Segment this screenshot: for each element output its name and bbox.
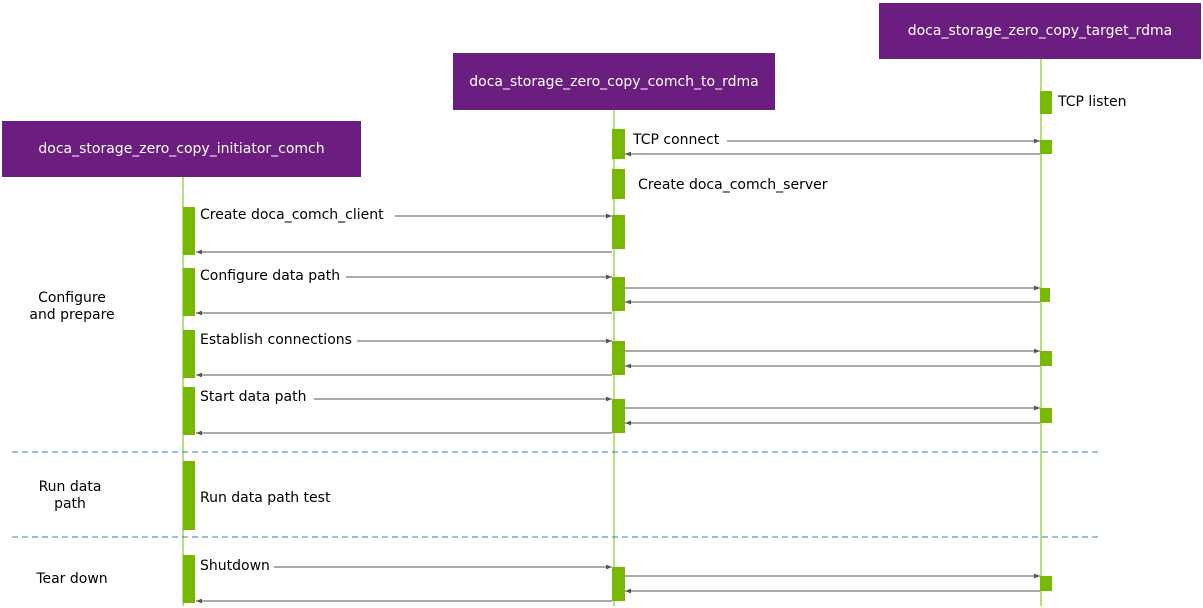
actor-initiator-label: doca_storage_zero_copy_initiator_comch (38, 141, 325, 157)
activation-comch-1 (612, 129, 625, 159)
msg-establish-connections: Establish connections (200, 332, 352, 348)
activation-initiator-1 (183, 207, 195, 255)
phase-run: Run data path (10, 479, 130, 513)
activation-initiator-4 (183, 387, 195, 435)
activation-comch-7 (612, 567, 625, 601)
msg-tcp-listen: TCP listen (1058, 94, 1127, 110)
activation-target-2 (1040, 140, 1052, 154)
activation-target-6 (1040, 576, 1052, 591)
activation-initiator-5 (183, 461, 195, 530)
actor-comch-to-rdma-label: doca_storage_zero_copy_comch_to_rdma (469, 73, 759, 90)
activation-comch-6 (612, 399, 625, 433)
msg-create-server: Create doca_comch_server (638, 177, 828, 193)
activation-comch-3 (612, 215, 625, 249)
activation-comch-4 (612, 277, 625, 311)
phase-configure: Configure and prepare (12, 290, 132, 324)
actor-target: doca_storage_zero_copy_target_rdma (879, 3, 1201, 59)
phase-teardown: Tear down (12, 571, 132, 588)
msg-shutdown: Shutdown (200, 558, 270, 574)
activation-target-3 (1040, 288, 1050, 302)
msg-run-test: Run data path test (200, 490, 331, 506)
activation-initiator-3 (183, 330, 195, 378)
phase-configure-line2: and prepare (29, 307, 115, 323)
activation-target-1 (1040, 91, 1052, 114)
msg-tcp-connect: TCP connect (633, 132, 720, 148)
msg-create-client: Create doca_comch_client (200, 207, 384, 223)
actor-initiator: doca_storage_zero_copy_initiator_comch (2, 121, 361, 177)
phase-configure-line1: Configure (38, 290, 106, 306)
msg-configure-data-path: Configure data path (200, 268, 341, 284)
phase-teardown-label: Tear down (36, 571, 108, 587)
actor-target-label: doca_storage_zero_copy_target_rdma (907, 23, 1173, 39)
activation-comch-5 (612, 341, 625, 375)
actor-comch-to-rdma: doca_storage_zero_copy_comch_to_rdma (453, 53, 775, 110)
activation-comch-2 (612, 169, 625, 199)
phase-run-line2: path (54, 496, 86, 512)
activation-initiator-6 (183, 555, 195, 603)
msg-start-data-path: Start data path (200, 389, 307, 405)
activation-target-5 (1040, 408, 1052, 423)
phase-run-line1: Run data (38, 479, 102, 495)
activation-target-4 (1040, 351, 1052, 366)
activation-initiator-2 (183, 268, 195, 316)
